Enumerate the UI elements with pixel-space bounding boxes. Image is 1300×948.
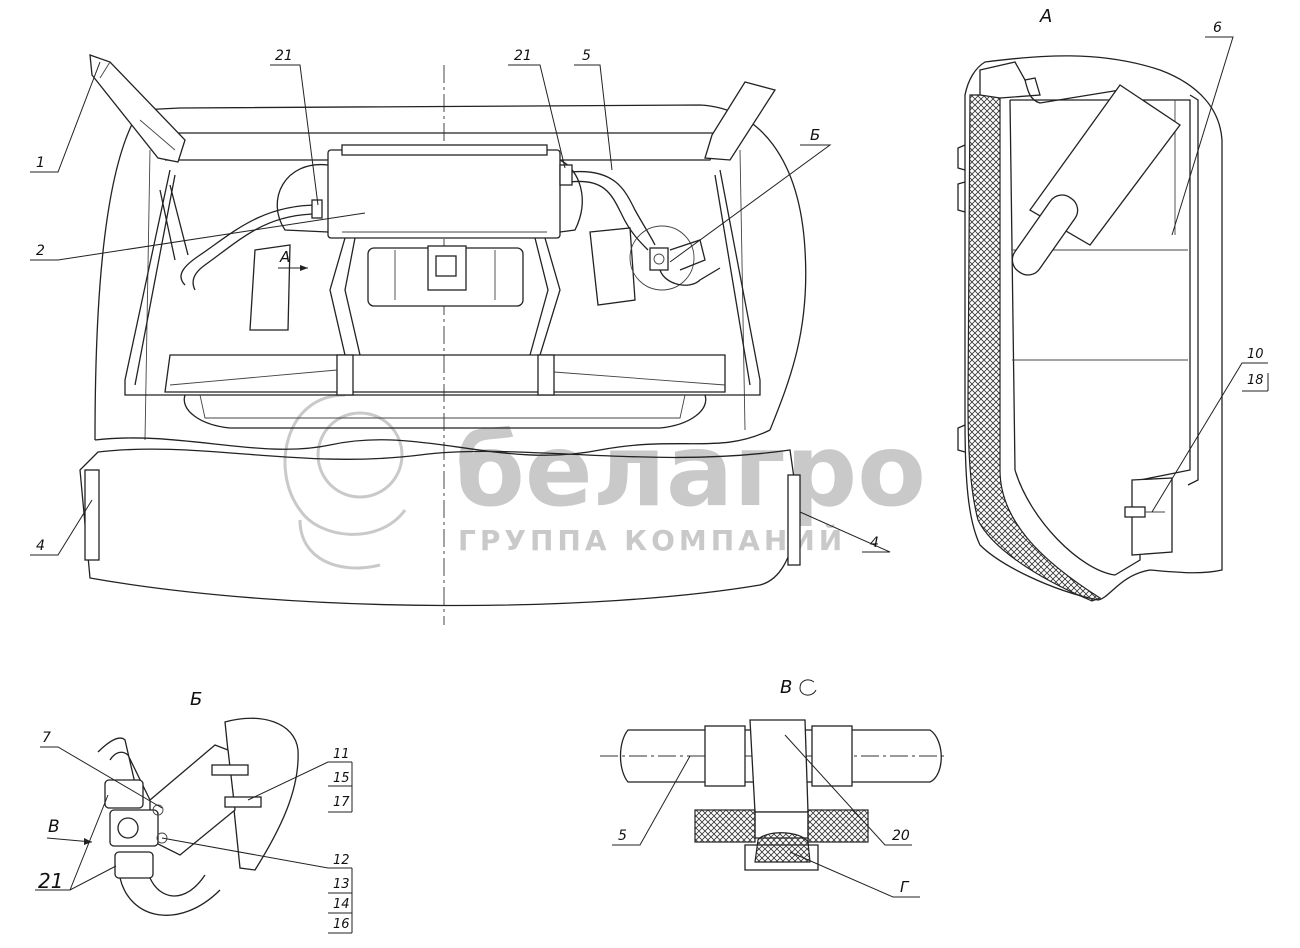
view-b-panel [224, 717, 299, 871]
callout-4-left: 4 [36, 538, 45, 554]
view-b [46, 717, 299, 916]
callout-5-v: 5 [618, 828, 627, 844]
valve [649, 247, 669, 271]
support-frame [329, 237, 561, 396]
hose-fitting-left [311, 199, 323, 219]
callout-7: 7 [42, 730, 51, 746]
callout-21-b: 21 [38, 869, 63, 893]
main-view [79, 54, 807, 625]
view-v-clamp-right [811, 725, 853, 787]
view-b-bolt-top [211, 764, 249, 776]
view-v [600, 679, 945, 871]
callout-15: 15 [333, 771, 350, 786]
clamp-right [537, 354, 555, 396]
watermark-brand: белагро [455, 412, 926, 529]
inner-frame [124, 132, 761, 396]
right-hinge [704, 81, 777, 161]
callout-labels: 1 2 21 21 5 Б А 4 4 А 6 10 18 Б 7 11 15 … [36, 6, 1264, 932]
callout-5: 5 [582, 48, 591, 64]
pad-left [84, 469, 100, 561]
callout-14: 14 [333, 897, 350, 912]
callout-detail-b: Б [810, 126, 820, 144]
callout-18: 18 [1247, 373, 1264, 388]
view-v-tee [749, 719, 809, 813]
leaders [30, 36, 1269, 934]
callout-4-right: 4 [870, 535, 879, 551]
callout-2: 2 [36, 243, 45, 259]
hose-right [569, 170, 656, 251]
view-a-bracket [1131, 477, 1173, 556]
view-b-clamp-top [104, 779, 144, 809]
pad-right [787, 474, 801, 566]
callout-16: 16 [333, 917, 350, 932]
callout-21-right: 21 [514, 48, 532, 64]
callout-20: 20 [892, 828, 910, 844]
callout-13: 13 [333, 877, 350, 892]
view-a [957, 55, 1223, 602]
callout-11: 11 [333, 747, 350, 762]
arrow-v-label: В [48, 817, 60, 837]
front-panel [79, 448, 801, 607]
view-b-title: Б [190, 689, 202, 710]
view-v-title: В [780, 677, 792, 698]
clamp-left [336, 354, 354, 396]
view-v-clamp-left [704, 725, 746, 787]
heater-top-rib [341, 144, 548, 156]
view-v-panel-right [807, 809, 869, 843]
detail-b-circle [629, 225, 695, 291]
callout-6: 6 [1213, 20, 1222, 36]
break-line [94, 429, 771, 456]
callout-17: 17 [333, 795, 350, 810]
view-a-insulation [967, 94, 1102, 602]
filter-right [589, 227, 636, 306]
view-v-panel-left [694, 809, 756, 843]
watermark-subtitle: ГРУППА КОМПАНИЙ [458, 523, 846, 557]
callout-21-left: 21 [275, 48, 293, 64]
callout-10: 10 [1247, 347, 1264, 362]
arrow-a-label: А [279, 248, 290, 266]
bottom-plate [164, 354, 726, 393]
hose-fitting-right [559, 164, 573, 186]
callout-12: 12 [333, 853, 350, 868]
view-b-clamp-bottom [114, 851, 154, 879]
view-a-cap [979, 61, 1041, 99]
hose-left [180, 204, 319, 291]
view-a-cylinder [1011, 194, 1079, 276]
callout-detail-g: Г [900, 878, 910, 896]
filter-left [249, 244, 291, 331]
view-b-bolt-bottom [224, 796, 262, 808]
watermark: белагро ГРУППА КОМПАНИЙ [283, 393, 926, 570]
view-v-tube [619, 729, 942, 783]
view-a-outer [964, 55, 1223, 601]
view-a-title: А [1039, 6, 1052, 27]
heater-body [327, 149, 561, 239]
callout-1: 1 [36, 155, 45, 171]
